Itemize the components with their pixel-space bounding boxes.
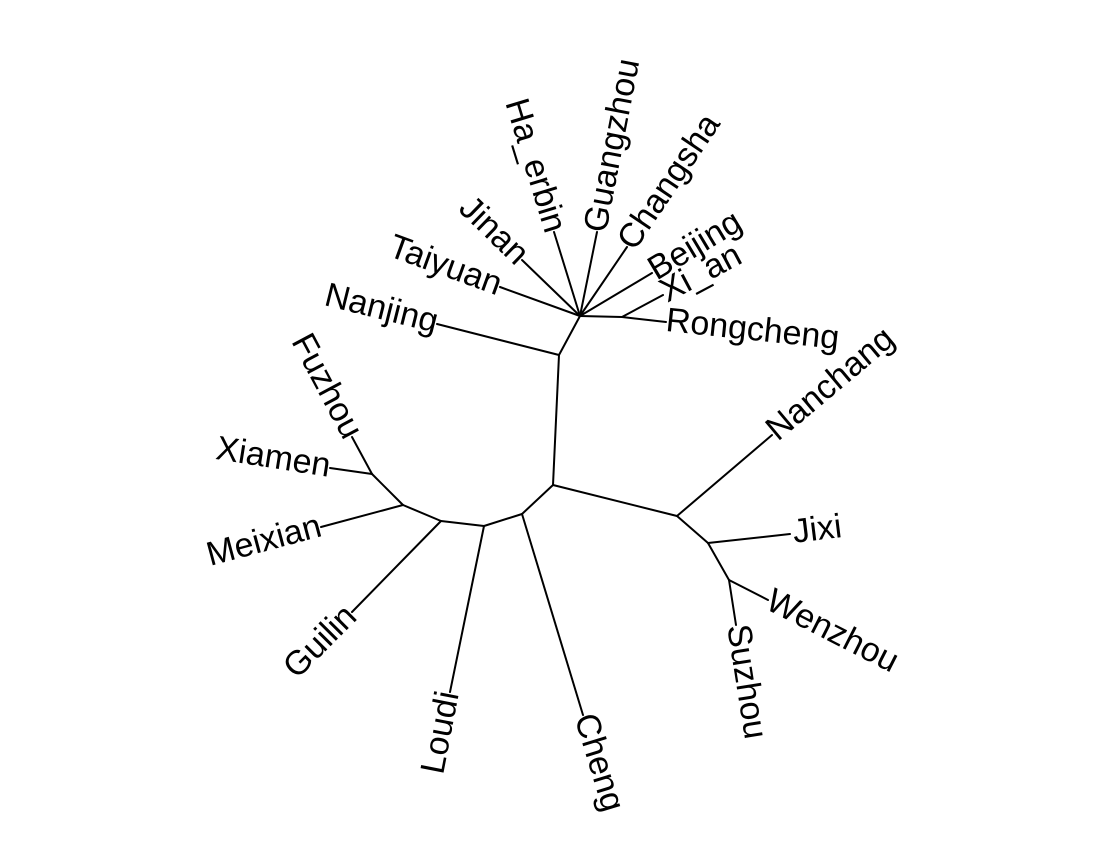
edge-fuzhou xyxy=(351,436,373,475)
edge-meixian xyxy=(320,504,404,528)
leaf-edges xyxy=(320,231,791,716)
edge-sw-a xyxy=(483,513,523,527)
leaf-label-ha-erbin: Ha_erbin xyxy=(497,94,574,237)
edge-cheng xyxy=(521,513,584,716)
edge-xiamen xyxy=(329,467,373,475)
edge-root-north xyxy=(552,354,560,486)
edge-suzhou xyxy=(728,579,737,626)
edge-jinan xyxy=(521,259,581,317)
internal-edges xyxy=(371,315,730,581)
edge-guangzhou xyxy=(579,231,598,317)
leaf-label-suzhou: Suzhou xyxy=(719,622,775,742)
edge-root-southwest xyxy=(521,484,554,515)
edge-sw-c xyxy=(402,504,442,522)
leaf-label-nanjing: Nanjing xyxy=(321,276,442,341)
edge-wenzhou xyxy=(728,579,769,601)
edge-ha-erbin xyxy=(553,231,581,317)
leaf-label-wenzhou: Wenzhou xyxy=(760,581,905,680)
leaf-label-cheng: Cheng xyxy=(567,709,633,816)
leaf-label-guilin: Guilin xyxy=(276,597,364,685)
edge-jixi xyxy=(707,533,791,544)
edge-east-a xyxy=(676,515,709,544)
edge-guilin xyxy=(351,520,442,613)
edge-sw-d xyxy=(371,473,404,506)
edge-root-east xyxy=(552,484,678,517)
leaf-label-meixian: Meixian xyxy=(202,507,325,574)
edge-changsha xyxy=(579,246,628,317)
edge-loudi xyxy=(449,525,485,693)
leaf-label-loudi: Loudi xyxy=(413,688,466,777)
edge-xi-an xyxy=(621,294,664,318)
edge-rongcheng xyxy=(621,316,667,323)
edge-east-b xyxy=(707,542,730,581)
edge-hub-xian-node xyxy=(579,315,623,318)
edge-beijing xyxy=(579,272,653,317)
leaf-label-jixi: Jixi xyxy=(790,507,843,551)
edge-nanjing xyxy=(436,323,560,356)
edge-sw-b xyxy=(440,520,485,527)
edge-north-hub xyxy=(558,315,581,356)
edge-taiyuan xyxy=(499,286,581,317)
leaf-labels: Taiyuan Jinan Ha_erbin Guangzhou Changsh… xyxy=(202,55,905,815)
edge-nanchang xyxy=(676,434,773,517)
leaf-label-fuzhou: Fuzhou xyxy=(284,327,371,445)
leaf-label-rongcheng: Rongcheng xyxy=(664,301,841,357)
leaf-label-xiamen: Xiamen xyxy=(213,429,333,485)
